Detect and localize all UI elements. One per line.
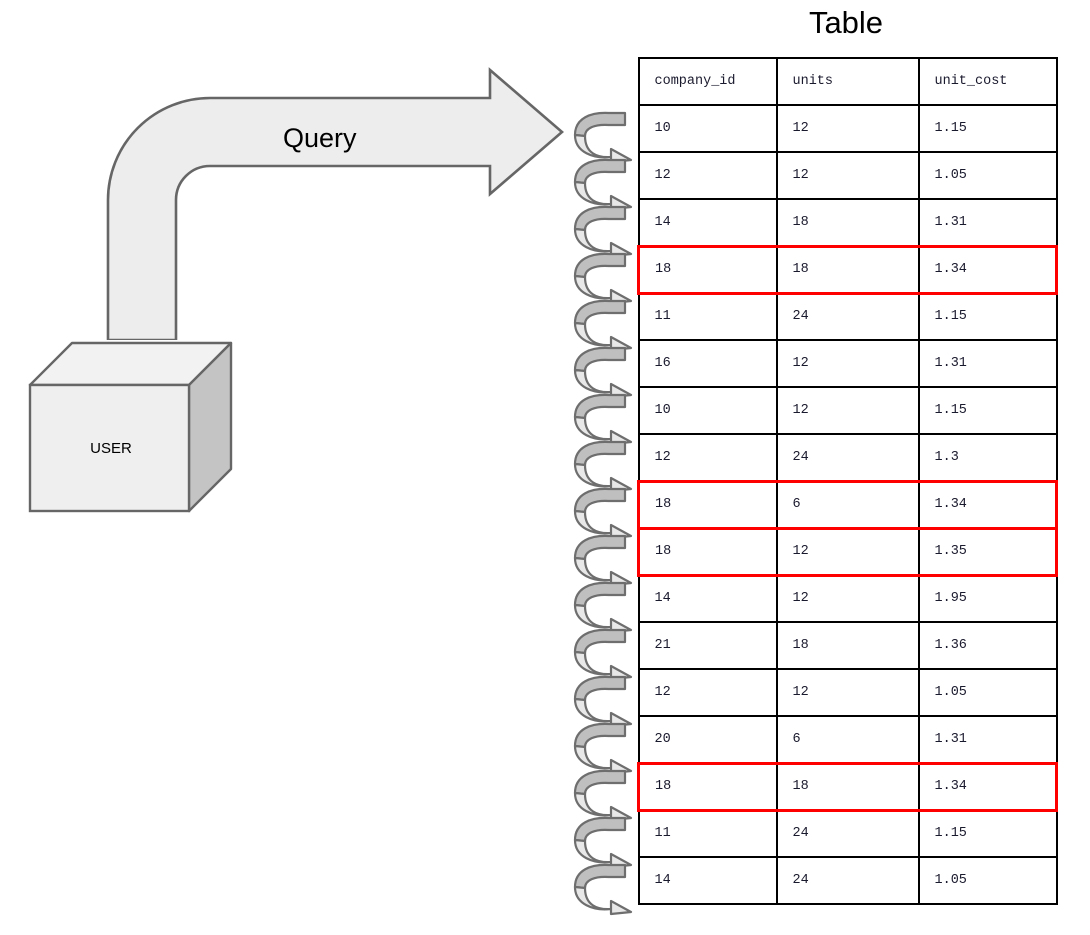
table-cell-company-id: 16 [637,339,778,388]
table-cell-unit-cost: 1.31 [917,339,1058,388]
table-cell-company-id: 10 [637,104,778,153]
table-cell-company-id: 11 [637,292,778,341]
table-cell-unit-cost: 1.15 [917,104,1058,153]
table-cell-unit-cost: 1.3 [917,433,1058,482]
table-cell-unit-cost: 1.34 [917,761,1058,812]
query-arrow-label: Query [283,123,357,153]
table-cell-company-id: 12 [637,668,778,717]
circular-loop-arrow-icon [573,299,633,352]
table-cell-units: 12 [775,668,920,717]
table-cell-units: 18 [775,761,920,812]
table-cell-company-id: 18 [637,479,778,530]
table-cell-units: 12 [775,574,920,623]
table-cell-company-id: 18 [637,244,778,295]
table-cell-unit-cost: 1.15 [917,386,1058,435]
user-node-cube [28,341,233,513]
page-title: Table [808,5,884,40]
table-cell-unit-cost: 1.36 [917,621,1058,670]
circular-loop-arrow-icon [573,722,633,775]
table-cell-company-id: 12 [637,151,778,200]
table-cell-company-id: 18 [637,761,778,812]
loop-arrow-column [563,107,637,916]
table-cell-unit-cost: 1.05 [917,668,1058,717]
table-title-sr [0,0,1,1]
table-cell-unit-cost: 1.31 [917,715,1058,764]
table-cell-units: 24 [775,809,920,858]
table-cell-units: 12 [775,151,920,200]
column-header-unit-cost: unit_cost [917,57,1058,106]
table-cell-unit-cost: 1.35 [917,526,1058,577]
table-cell-company-id: 10 [637,386,778,435]
table-cell-company-id: 14 [637,856,778,905]
table-cell-units: 18 [775,244,920,295]
table-cell-unit-cost: 1.31 [917,198,1058,247]
table-cell-company-id: 12 [637,433,778,482]
circular-loop-arrow-icon [573,205,633,258]
table-cell-units: 12 [775,104,920,153]
table-cell-units: 18 [775,198,920,247]
table-cell-unit-cost: 1.15 [917,809,1058,858]
table-cell-unit-cost: 1.95 [917,574,1058,623]
table-cell-units: 12 [775,386,920,435]
query-flow-arrow [106,67,564,340]
circular-loop-arrow-icon [573,863,633,916]
table-cell-units: 12 [775,526,920,577]
table-cell-units: 6 [775,479,920,530]
table-cell-unit-cost: 1.34 [917,479,1058,530]
table-cell-unit-cost: 1.15 [917,292,1058,341]
table-cell-units: 12 [775,339,920,388]
table-cell-company-id: 14 [637,574,778,623]
table-cell-units: 6 [775,715,920,764]
table-cell-company-id: 14 [637,198,778,247]
column-header-company-id: company_id [637,57,778,106]
column-header-units: units [775,57,920,106]
table-cell-units: 24 [775,433,920,482]
table-cell-units: 24 [775,292,920,341]
user-node-label: USER [90,440,132,457]
table-header-row: company_id units unit_cost [637,57,1058,106]
table-cell-unit-cost: 1.05 [917,151,1058,200]
table-cell-units: 18 [775,621,920,670]
table-cell-units: 24 [775,856,920,905]
table-cell-company-id: 18 [637,526,778,577]
table-cell-company-id: 21 [637,621,778,670]
table-cell-company-id: 11 [637,809,778,858]
table-cell-unit-cost: 1.34 [917,244,1058,295]
table-cell-unit-cost: 1.05 [917,856,1058,905]
table-cell-company-id: 20 [637,715,778,764]
